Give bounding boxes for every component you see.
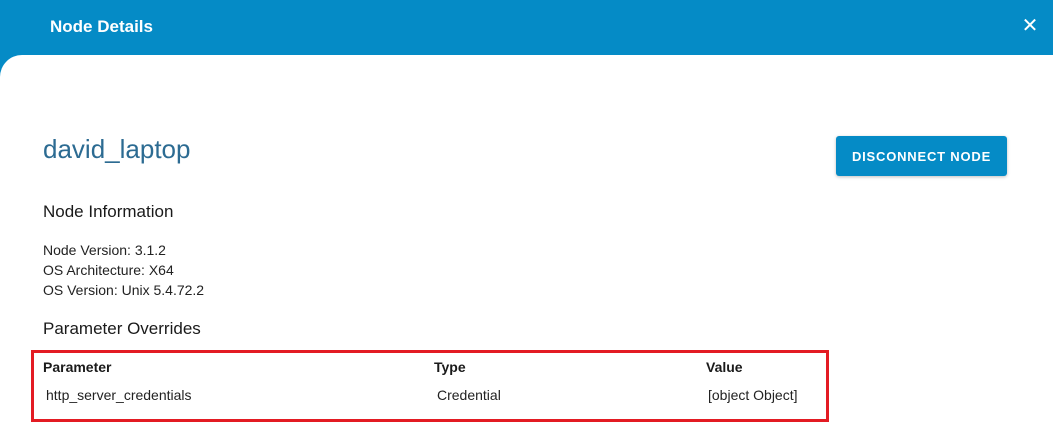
dialog-header: Node Details ✕	[0, 0, 1053, 55]
node-name-title: david_laptop	[43, 134, 191, 164]
cell-value: [object Object]	[708, 387, 798, 403]
parameter-overrides-table	[31, 350, 829, 422]
dialog-body	[0, 55, 1053, 429]
column-header-parameter: Parameter	[43, 359, 112, 375]
cell-parameter: http_server_credentials	[46, 387, 192, 403]
column-header-value: Value	[706, 359, 743, 375]
node-version-text: Node Version: 3.1.2	[43, 242, 166, 258]
os-version-text: OS Version: Unix 5.4.72.2	[43, 282, 205, 298]
disconnect-node-button[interactable]: DISCONNECT NODE	[836, 136, 1007, 176]
cell-type: Credential	[437, 387, 501, 403]
close-icon[interactable]: ✕	[1021, 15, 1039, 37]
column-header-type: Type	[434, 359, 466, 375]
node-information-heading: Node Information	[43, 202, 174, 221]
os-architecture-text: OS Architecture: X64	[43, 262, 174, 278]
dialog-title: Node Details	[50, 17, 153, 36]
parameter-overrides-heading: Parameter Overrides	[43, 319, 201, 338]
